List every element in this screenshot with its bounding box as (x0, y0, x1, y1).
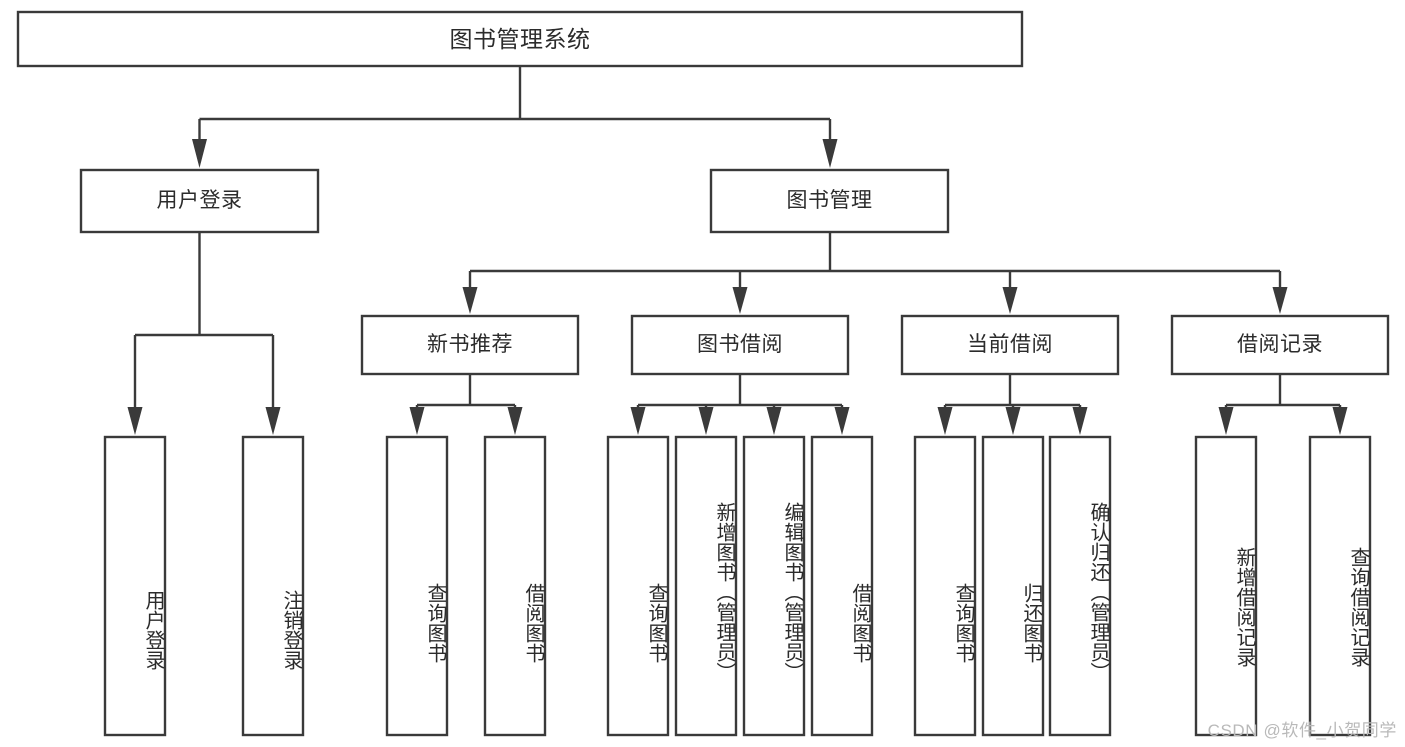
arrow-head-new-book-rec (462, 287, 478, 314)
arrow-head-leaf-query-record (1332, 407, 1348, 435)
node-current-borrow[interactable] (900, 314, 1120, 376)
node-new-book-rec[interactable] (360, 314, 580, 376)
arrow-head-leaf-borrow-book-2 (834, 407, 850, 435)
arrow-head-leaf-user-login (127, 407, 143, 435)
node-leaf-edit-book[interactable] (742, 435, 806, 737)
node-borrow-record[interactable] (1170, 314, 1390, 376)
arrow-head-leaf-confirm-return (1072, 407, 1088, 435)
arrow-head-book-borrow (732, 287, 748, 314)
node-leaf-user-login[interactable] (103, 435, 167, 737)
arrow-head-leaf-borrow-book-1 (507, 407, 523, 435)
arrow-head-leaf-return-book (1005, 407, 1021, 435)
arrow-head-leaf-query-book-2 (630, 407, 646, 435)
node-book-manage[interactable] (709, 168, 950, 234)
arrow-head-leaf-add-book (698, 407, 714, 435)
node-leaf-query-book-1[interactable] (385, 435, 449, 737)
node-leaf-query-book-2[interactable] (606, 435, 670, 737)
arrow-head-leaf-add-record (1218, 407, 1234, 435)
node-user-login[interactable] (79, 168, 320, 234)
node-leaf-query-book-3[interactable] (913, 435, 977, 737)
arrow-head-leaf-edit-book (766, 407, 782, 435)
node-leaf-return-book[interactable] (981, 435, 1045, 737)
node-leaf-query-record[interactable] (1308, 435, 1372, 737)
node-root[interactable] (16, 10, 1024, 68)
node-leaf-user-logout[interactable] (241, 435, 305, 737)
arrow-head-user-login (192, 139, 207, 168)
node-leaf-confirm-return[interactable] (1048, 435, 1112, 737)
node-leaf-borrow-book-1[interactable] (483, 435, 547, 737)
arrow-head-borrow-record (1272, 287, 1288, 314)
node-leaf-add-record[interactable] (1194, 435, 1258, 737)
node-leaf-add-book[interactable] (674, 435, 738, 737)
arrow-head-leaf-user-logout (265, 407, 281, 435)
node-leaf-borrow-book-2[interactable] (810, 435, 874, 737)
arrow-head-leaf-query-book-1 (409, 407, 425, 435)
arrow-head-leaf-query-book-3 (937, 407, 953, 435)
node-book-borrow[interactable] (630, 314, 850, 376)
arrow-head-current-borrow (1002, 287, 1018, 314)
arrow-head-book-manage (822, 139, 838, 168)
